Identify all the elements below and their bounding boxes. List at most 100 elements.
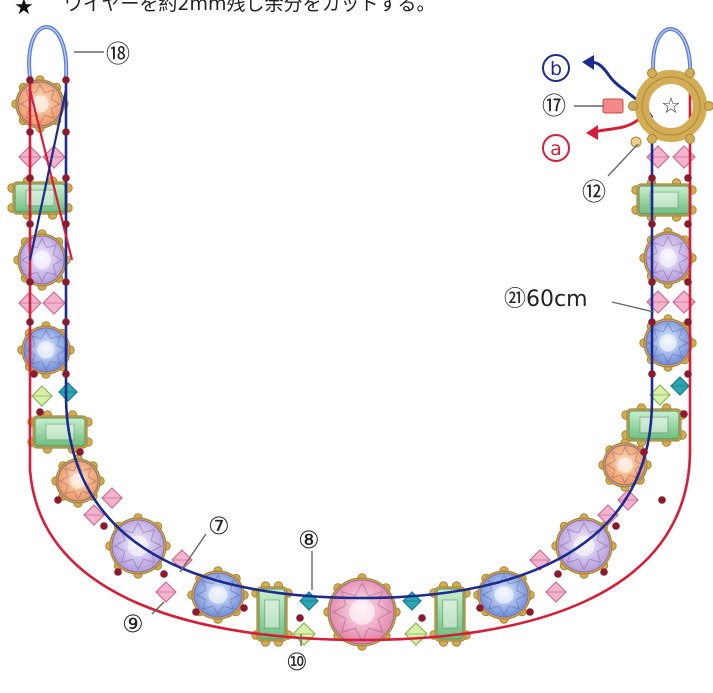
label-item-7: ⑦ — [208, 512, 230, 540]
wire-end-b-label: b — [550, 58, 562, 80]
clasp-prong — [648, 69, 657, 78]
bicone-pink — [673, 291, 695, 313]
bicone-pink — [156, 582, 176, 602]
crimp-bead — [62, 76, 70, 84]
crimp-bead — [648, 220, 656, 228]
crimp-bead — [648, 278, 656, 286]
crimp-bead — [296, 614, 304, 622]
crimp-bead — [648, 318, 656, 326]
crimp-bead — [526, 608, 534, 616]
label-item-10: ⑩ — [286, 648, 308, 676]
crimp-bead — [684, 278, 692, 286]
label-item-18: ⑱ — [106, 40, 130, 68]
bicone-pink — [647, 146, 669, 168]
highlight — [33, 250, 51, 269]
crimp-bead — [418, 614, 426, 622]
facet — [443, 600, 458, 628]
crimp-bead — [26, 174, 34, 182]
crimp-bead — [648, 370, 656, 378]
bicone-pink — [546, 582, 566, 602]
crimp-bead — [26, 76, 34, 84]
crimp-bead — [648, 174, 656, 182]
crimp-bead — [192, 608, 200, 616]
star-mark-icon: ☆ — [661, 94, 681, 119]
clasp-prong — [629, 102, 638, 111]
crimp-bead — [680, 410, 688, 418]
bicone-pink — [647, 291, 669, 313]
clasp-ring — [603, 69, 713, 147]
bead-layer — [8, 76, 696, 650]
highlight — [208, 586, 227, 604]
crimp-bead — [612, 522, 620, 530]
facet — [650, 192, 678, 208]
bicone-pink — [673, 146, 695, 168]
bicone-green — [293, 623, 315, 645]
crimp-bead — [684, 174, 692, 182]
bicone-green — [32, 386, 52, 406]
wire-end-a: a — [543, 135, 569, 161]
bicone-teal — [59, 383, 77, 401]
stone-green-rect — [28, 411, 92, 453]
crimp-bead — [554, 570, 562, 578]
wire-loop-18-inner — [29, 27, 66, 78]
bicone-pink — [102, 488, 122, 508]
crimp-bead — [26, 220, 34, 228]
clasp-prong — [705, 102, 713, 111]
highlight — [659, 334, 677, 352]
header: ★ ワイヤーを約2mm残し余分をカットする。 — [14, 0, 436, 20]
crimp-bead — [26, 128, 34, 136]
crimp-tube-17 — [603, 99, 623, 113]
highlight — [659, 248, 677, 267]
clasp-prong — [648, 134, 657, 143]
clasp-prong — [686, 69, 695, 78]
wire-end-a-line — [594, 118, 640, 132]
facet — [265, 600, 280, 628]
header-text: ワイヤーを約2mm残し余分をカットする。 — [64, 0, 436, 15]
highlight — [37, 341, 55, 359]
crimp-bead — [62, 278, 70, 286]
stone-green-rect — [622, 404, 686, 446]
crimp-bead — [640, 448, 648, 456]
crimp-bead — [114, 568, 122, 576]
wire-end-b: b — [543, 55, 569, 81]
crimp-bead — [54, 496, 62, 504]
stone-violet-round — [14, 230, 70, 290]
crimp-bead — [62, 128, 70, 136]
crimp-bead — [76, 448, 84, 456]
crimp-bead — [62, 174, 70, 182]
bicone-green — [405, 623, 427, 645]
crimp-bead — [30, 370, 38, 378]
highlight — [494, 586, 513, 604]
highlight — [617, 457, 633, 473]
star-icon: ★ — [14, 0, 34, 20]
bicone-pink — [43, 292, 65, 314]
label-item-21: ㉑60cm — [504, 287, 588, 312]
crimp-bead — [100, 522, 108, 530]
highlight — [349, 599, 375, 625]
label-item-17: ⑰ — [542, 92, 566, 120]
crimp-bead — [26, 278, 34, 286]
crimp-bead — [658, 496, 666, 504]
clasp-prong — [686, 134, 695, 143]
crimp-bead — [684, 370, 692, 378]
crimp-bead — [476, 604, 484, 612]
crimp-bead — [26, 318, 34, 326]
bicone-teal — [671, 377, 689, 395]
crimp-bead — [36, 408, 44, 416]
crimp-bead — [600, 568, 608, 576]
crimp-bead — [240, 604, 248, 612]
stone-green-rect — [632, 179, 696, 221]
crimp-bead — [62, 370, 70, 378]
crimp-bead — [684, 318, 692, 326]
arrow-b-icon — [582, 55, 594, 70]
crimp-bead — [62, 220, 70, 228]
crimp-bead — [160, 570, 168, 578]
arrow-a-icon — [586, 125, 598, 140]
crimp-bead — [684, 220, 692, 228]
facet — [640, 417, 668, 433]
label-item-9: ⑨ — [122, 610, 144, 638]
crimp-bead — [62, 318, 70, 326]
label-item-8: ⑧ — [298, 526, 320, 554]
label-item-12: ⑫ — [582, 178, 606, 206]
